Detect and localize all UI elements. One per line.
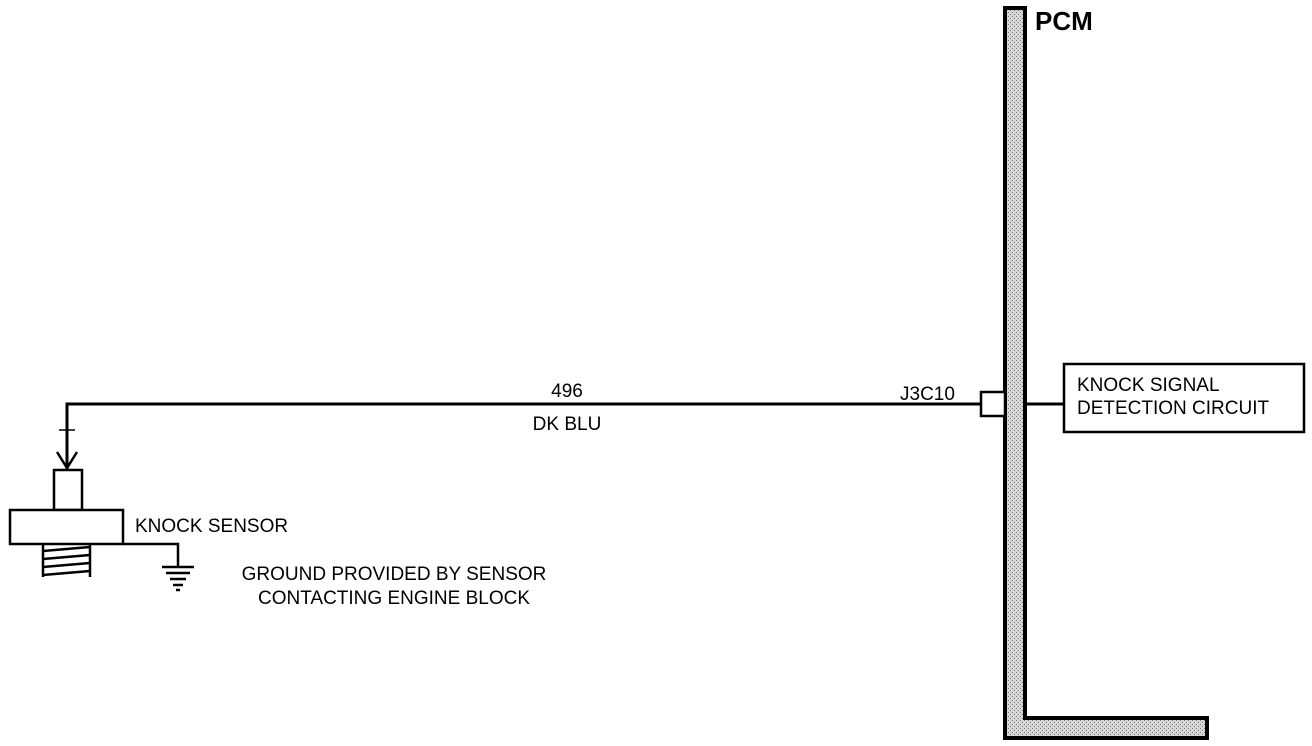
terminal-arrow-icon [55, 451, 79, 471]
connector-pin [979, 390, 1007, 418]
detection-circuit-box [1062, 362, 1306, 434]
sensor-body [8, 508, 125, 546]
ground-note-line1: GROUND PROVIDED BY SENSOR [242, 564, 547, 585]
pcm-title: PCM [1035, 6, 1093, 36]
wire-color-label: DK BLU [533, 414, 602, 435]
pcm-module-body [1003, 6, 1209, 740]
wire-496 [65, 402, 981, 475]
connector-pin-label: J3C10 [900, 384, 955, 405]
sensor-terminal [52, 468, 84, 512]
ground-wire [123, 542, 180, 566]
detection-circuit-label-line2: DETECTION CIRCUIT [1077, 398, 1270, 419]
ground-icon [162, 565, 194, 592]
sensor-thread-icon [41, 544, 92, 577]
ground-note-line2: CONTACTING ENGINE BLOCK [258, 588, 530, 609]
knock-sensor-label: KNOCK SENSOR [135, 516, 288, 537]
detection-circuit-label-line1: KNOCK SIGNAL [1077, 375, 1220, 396]
wire-circuit-number: 496 [551, 381, 583, 402]
